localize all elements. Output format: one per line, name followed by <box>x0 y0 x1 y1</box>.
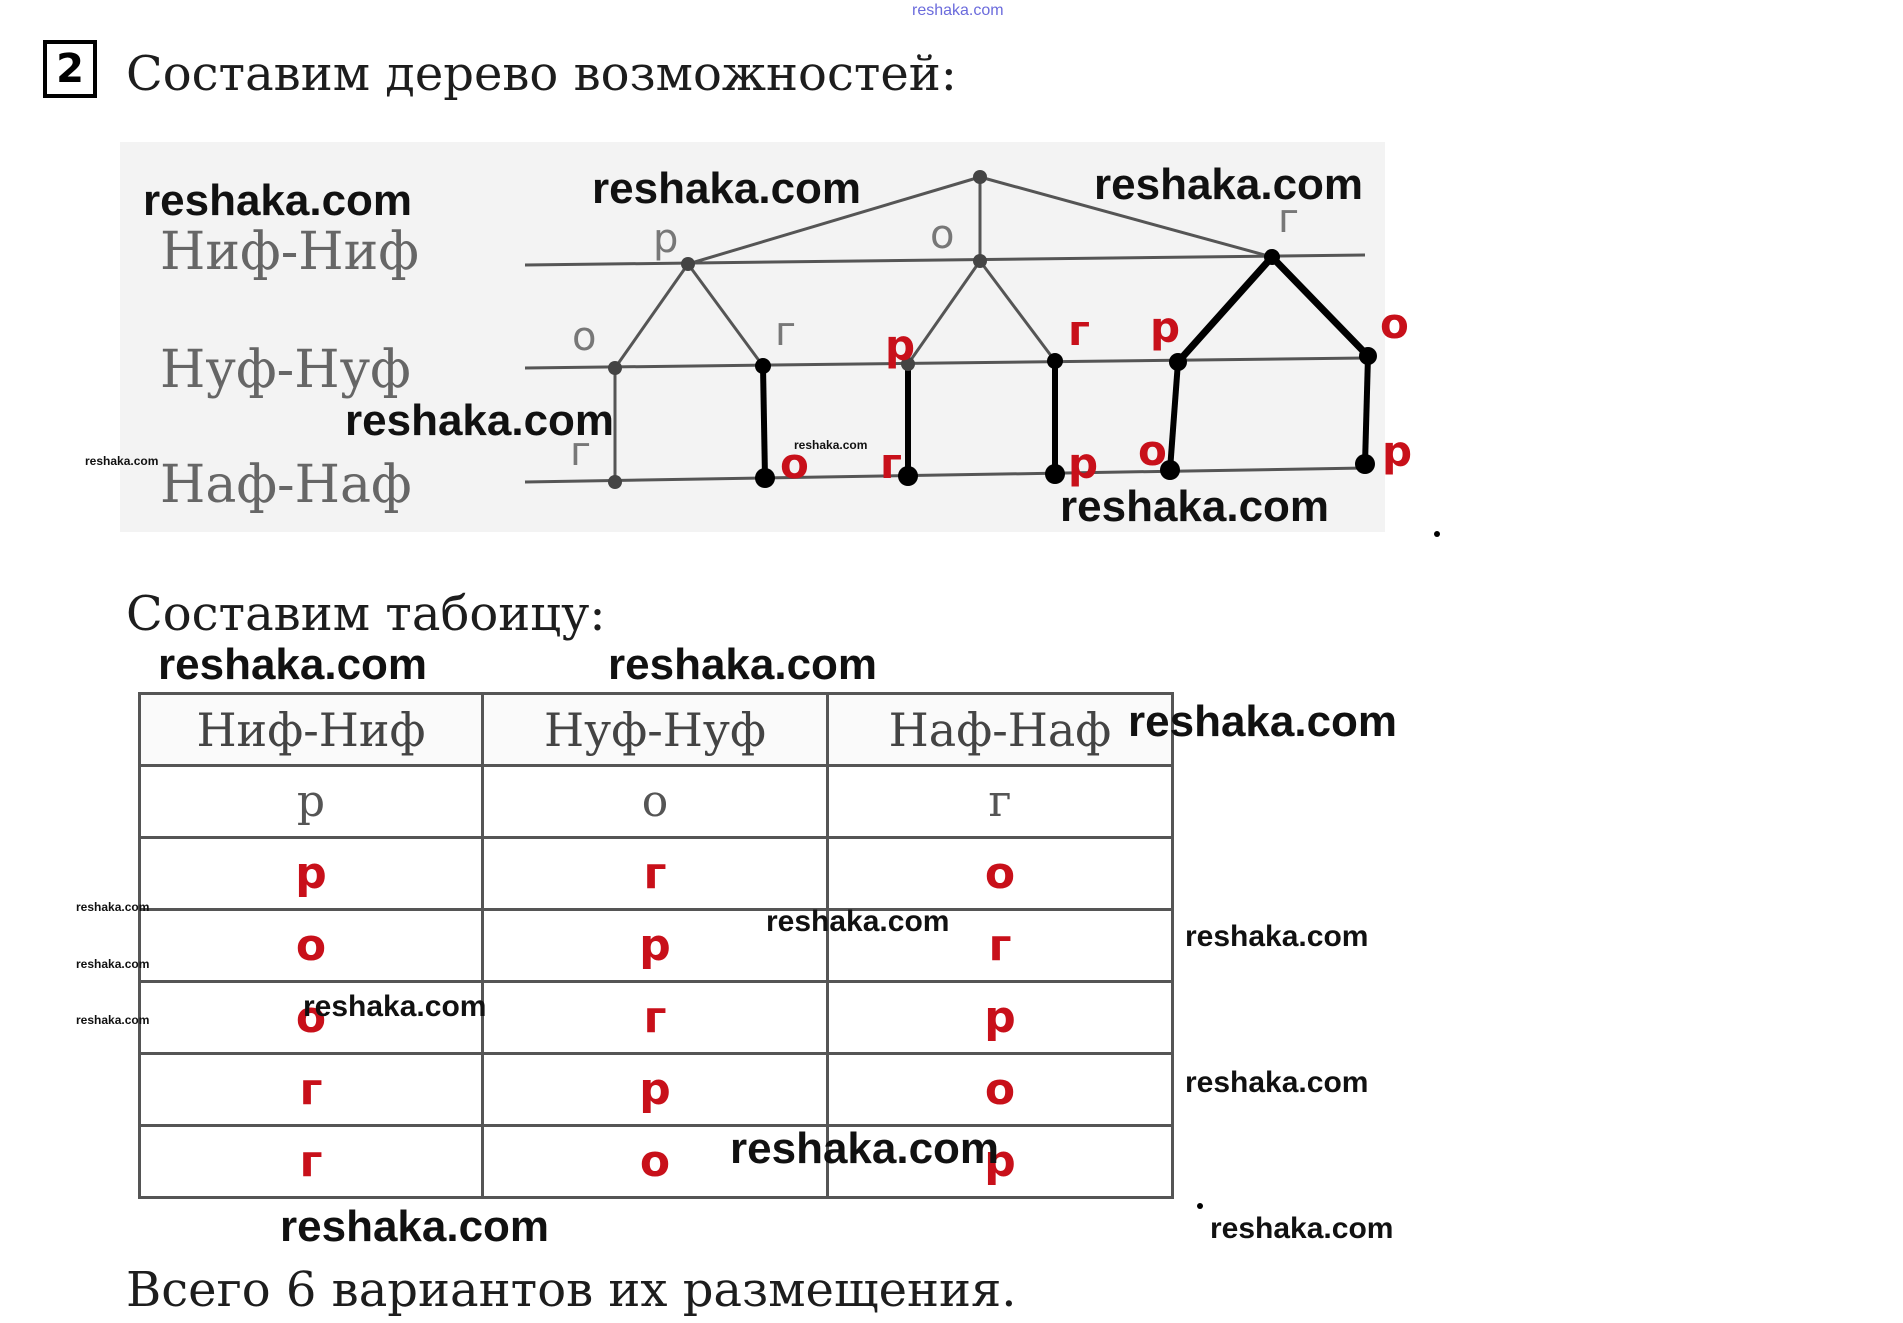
tree-edge-bold <box>1362 355 1371 465</box>
watermark: reshaka.com <box>1094 160 1364 209</box>
table-cell: р <box>826 1124 1174 1199</box>
tree-node <box>681 257 695 271</box>
table-header-cell: Ниф-Ниф <box>138 692 484 767</box>
tree-node <box>1045 464 1065 484</box>
table-cell: г <box>138 1052 484 1127</box>
watermark: reshaka.com <box>592 164 862 213</box>
table-cell: г <box>481 836 829 911</box>
heading-table: Составим табоицу: <box>126 586 606 642</box>
tree-node-label: о <box>930 212 954 258</box>
table-cell: р <box>826 980 1174 1055</box>
watermark: reshaka.com <box>303 990 487 1023</box>
tree-level-label: Ниф-Ниф <box>160 222 419 282</box>
table-cell: г <box>481 980 829 1055</box>
tree-edge-bold <box>760 365 768 479</box>
table-cell: о <box>826 836 1174 911</box>
tree-edge <box>978 260 1057 362</box>
watermark: reshaka.com <box>766 905 950 938</box>
conclusion-text: Всего 6 вариантов их размещения. <box>126 1262 1017 1318</box>
table-cell: о <box>826 1052 1174 1127</box>
tree-node <box>1047 353 1063 369</box>
tree-node-label: о <box>1138 426 1167 475</box>
tree-node <box>755 468 775 488</box>
tree-level-line <box>524 356 1366 370</box>
tree-node <box>973 254 987 268</box>
tree-node-label: о <box>1380 299 1409 348</box>
table-cell: о <box>138 908 484 983</box>
watermark: reshaka.com <box>1185 920 1369 953</box>
tree-node <box>1169 353 1187 371</box>
watermark: reshaka.com <box>1060 482 1330 531</box>
tree-edge <box>687 175 981 266</box>
tree-node-label: г <box>880 439 902 488</box>
tree-node-label: р <box>885 321 915 370</box>
table-header-cell: Нуф-Нуф <box>481 692 829 767</box>
watermark: reshaka.com <box>345 396 615 445</box>
task-number: 2 <box>43 40 97 98</box>
tree-node-label: р <box>1382 427 1412 476</box>
table-cell: г <box>138 1124 484 1199</box>
watermark: reshaka.com <box>608 640 878 689</box>
tree-node-label: р <box>1068 439 1098 488</box>
heading-tree: Составим дерево возможностей: <box>126 46 957 102</box>
watermark: reshaka.com <box>730 1124 1000 1173</box>
tree-level-line <box>524 466 1366 484</box>
tree-level-label: Наф-Наф <box>160 455 412 515</box>
watermark-top: reshaka.com <box>912 2 1004 19</box>
watermark: reshaka.com <box>1210 1212 1394 1245</box>
tree-node <box>1359 347 1377 365</box>
tree-node <box>608 475 622 489</box>
tree-node-root <box>973 170 987 184</box>
watermark: reshaka.com <box>280 1202 550 1251</box>
watermark: reshaka.com <box>794 438 868 452</box>
watermark: reshaka.com <box>1128 697 1398 746</box>
tree-node <box>1355 454 1375 474</box>
watermark: reshaka.com <box>1185 1066 1369 1099</box>
watermark: reshaka.com <box>85 454 159 468</box>
tree-level-label: Нуф-Нуф <box>160 340 411 400</box>
watermark: reshaka.com <box>143 176 413 225</box>
tree-node <box>755 358 771 374</box>
table-cell: р <box>138 836 484 911</box>
tree-node-label: р <box>653 216 678 262</box>
watermark: reshaka.com <box>76 1013 150 1027</box>
tree-node-label: г <box>775 309 796 355</box>
tree-edge <box>906 260 982 365</box>
tree-edge-bold <box>1167 361 1181 471</box>
table-cell: г <box>826 764 1174 839</box>
watermark: reshaka.com <box>158 640 428 689</box>
tree-node <box>1264 249 1280 265</box>
dot-mark <box>1434 531 1440 537</box>
tree-node-label: р <box>1150 303 1180 352</box>
table-header-cell: Наф-Наф <box>826 692 1174 767</box>
tree-node-label: г <box>570 429 591 475</box>
tree-edge <box>979 175 1273 259</box>
table-cell: о <box>481 764 829 839</box>
tree-edge-bold <box>1175 254 1275 365</box>
tree-edge <box>613 263 690 369</box>
tree-node-label: о <box>780 439 809 488</box>
tree-edge-bold <box>1269 254 1371 359</box>
tree-node-label: г <box>1068 306 1090 355</box>
table-cell: р <box>481 1052 829 1127</box>
tree-node <box>1160 460 1180 480</box>
tree-node-label: о <box>572 314 596 360</box>
tree-node-label: г <box>1278 196 1299 242</box>
table-cell: р <box>138 764 484 839</box>
tree-node <box>901 357 915 371</box>
tree-edge <box>686 263 765 367</box>
tree-level-line <box>524 253 1366 267</box>
watermark: reshaka.com <box>76 900 150 914</box>
watermark: reshaka.com <box>76 957 150 971</box>
dot-mark <box>1197 1203 1203 1209</box>
tree-node <box>608 361 622 375</box>
tree-node <box>898 466 918 486</box>
results-table: Ниф-Ниф Нуф-Нуф Наф-Наф р о г р г о о р … <box>138 692 1183 1202</box>
